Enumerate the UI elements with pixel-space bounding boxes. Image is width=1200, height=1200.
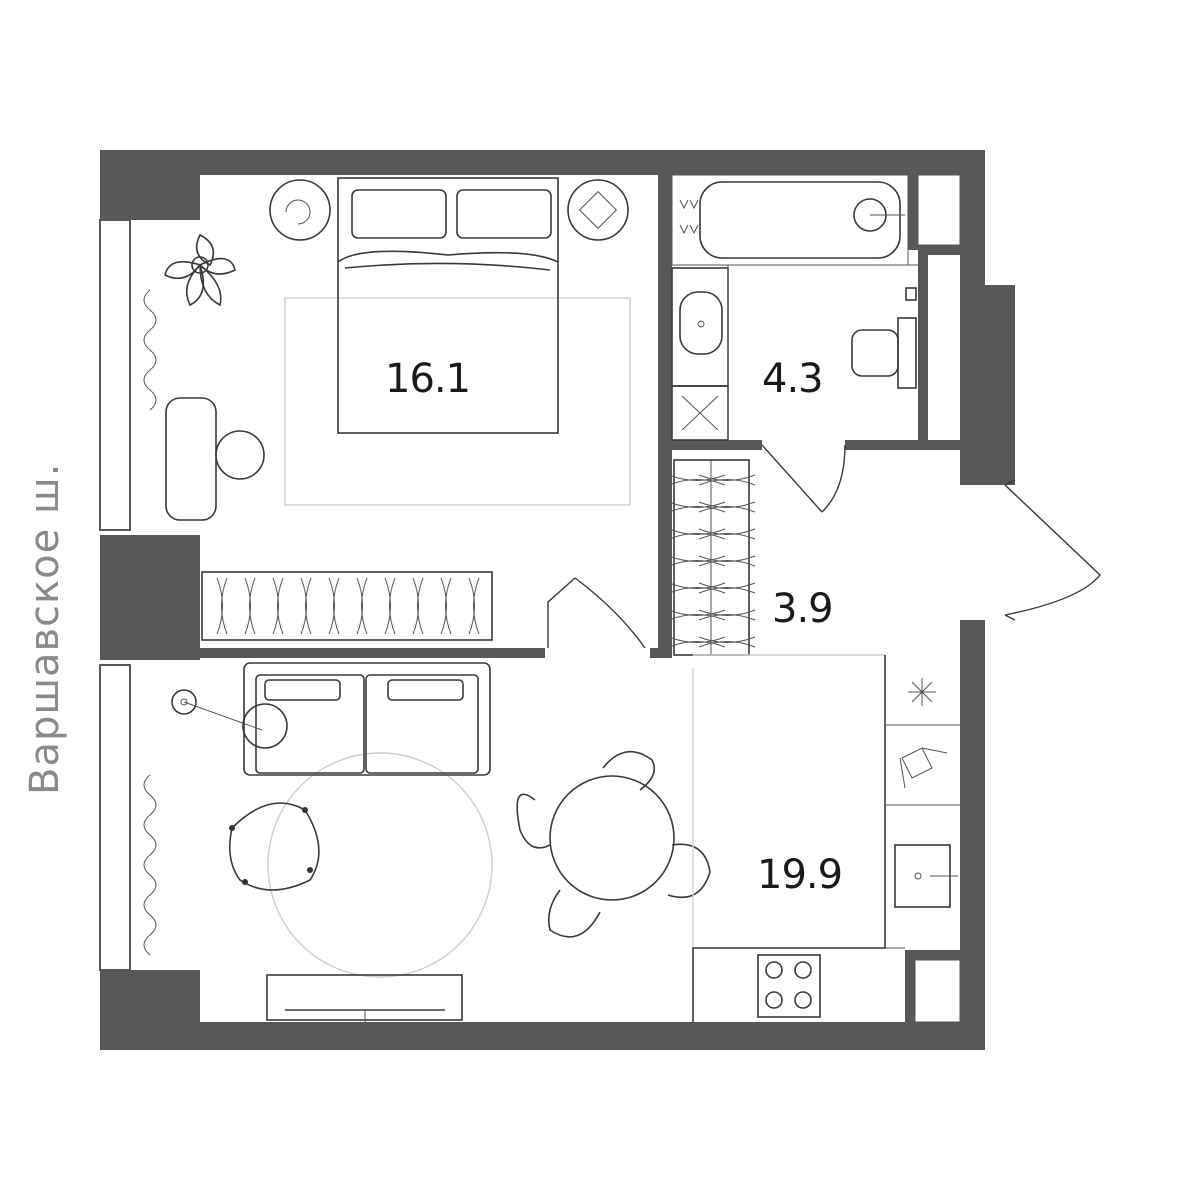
hanger-icon xyxy=(216,577,228,635)
living-rug xyxy=(267,752,493,978)
hanger-icon xyxy=(698,609,756,621)
hanger-icon xyxy=(698,501,756,513)
curtain xyxy=(143,289,157,411)
hanger-icon xyxy=(272,577,284,635)
bedroom-rug xyxy=(284,297,631,506)
hanger-icon xyxy=(668,636,726,648)
hanger-icon xyxy=(668,582,726,594)
hanger-icon xyxy=(412,577,424,635)
hanger-icon xyxy=(668,555,726,567)
hood-icon xyxy=(908,678,936,706)
hanger-icon xyxy=(440,577,452,635)
towel-rail xyxy=(679,199,699,235)
hanger-icon xyxy=(300,577,312,635)
hanger-icon xyxy=(698,582,756,594)
tv-stand xyxy=(266,974,463,1022)
hanger-icon xyxy=(328,577,340,635)
kitchen-counter xyxy=(692,655,960,1022)
vanity-chair xyxy=(215,430,265,480)
bed xyxy=(337,177,559,434)
sink xyxy=(671,267,729,387)
hanger-icon xyxy=(698,474,756,486)
hallway-area: 3.9 xyxy=(772,586,833,632)
living-kitchen xyxy=(143,174,961,1023)
hanger-icon xyxy=(468,577,480,635)
armchair xyxy=(229,802,320,891)
washing-machine xyxy=(671,385,729,441)
bathroom-door xyxy=(761,444,846,513)
street-name: Варшавское ш. xyxy=(22,463,68,795)
fridge-icon xyxy=(899,747,948,789)
hanger-icon xyxy=(698,555,756,567)
cooktop xyxy=(757,954,821,1018)
bathtub xyxy=(699,181,905,259)
bedroom-area: 16.1 xyxy=(385,356,470,402)
dining-table xyxy=(516,750,711,938)
toilet xyxy=(851,287,917,389)
sofa xyxy=(243,662,491,776)
bedroom-wardrobe xyxy=(201,571,493,641)
hallway-hangers xyxy=(668,474,756,648)
hanger-icon xyxy=(356,577,368,635)
bathroom xyxy=(671,174,918,513)
wardrobe-hangers xyxy=(216,577,480,635)
floor-lamp-icon xyxy=(171,689,288,749)
bathroom-area: 4.3 xyxy=(762,356,823,402)
plant-icon xyxy=(164,233,236,307)
hallway xyxy=(668,459,1101,656)
hanger-icon xyxy=(384,577,396,635)
hanger-icon xyxy=(668,501,726,513)
hanger-icon xyxy=(668,609,726,621)
nightstand-left xyxy=(269,179,331,241)
nightstand-right xyxy=(567,179,629,241)
vanity-desk xyxy=(165,397,217,521)
hanger-icon xyxy=(668,474,726,486)
living-curtain xyxy=(143,774,157,956)
hanger-icon xyxy=(698,528,756,540)
living-kitchen-area: 19.9 xyxy=(757,852,842,898)
entrance-door xyxy=(1004,479,1101,621)
bedroom-door xyxy=(547,577,646,649)
hanger-icon xyxy=(668,528,726,540)
kitchen-sink xyxy=(894,844,958,908)
bedroom xyxy=(143,177,646,649)
walls xyxy=(99,150,1015,1050)
hanger-icon xyxy=(698,636,756,648)
hanger-icon xyxy=(244,577,256,635)
